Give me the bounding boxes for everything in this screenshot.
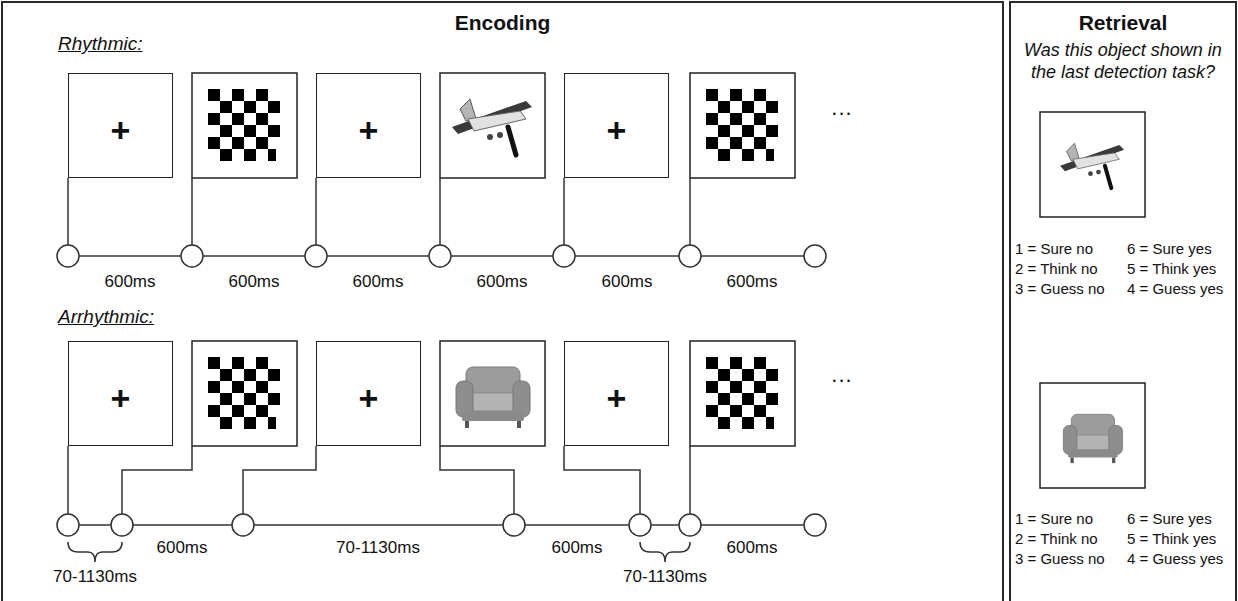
- fixation-box: +: [564, 341, 669, 446]
- rating-option: 4 = Guess yes: [1127, 280, 1223, 298]
- onset-line: [191, 178, 193, 245]
- duration-label: 600ms: [726, 538, 777, 558]
- time-point: [679, 514, 701, 536]
- interval-brace: [640, 542, 690, 562]
- time-point: [111, 514, 133, 536]
- time-point: [232, 514, 254, 536]
- rating-option: 1 = Sure no: [1015, 240, 1093, 258]
- armchair-picture: [456, 367, 530, 428]
- question-text: Was this object shown in the last detect…: [1017, 39, 1229, 83]
- rating-option: 5 = Think yes: [1127, 260, 1216, 278]
- test-box: [1040, 383, 1145, 488]
- duration-label: 600ms: [156, 538, 207, 558]
- airplane-picture: [452, 99, 532, 155]
- time-point: [629, 514, 651, 536]
- onset-line: [67, 178, 69, 245]
- duration-label: 600ms: [601, 272, 652, 292]
- stimulus-box: [440, 73, 545, 178]
- onset-line: [243, 446, 316, 514]
- rating-option: 2 = Think no: [1015, 260, 1098, 278]
- duration-label: 600ms: [551, 538, 602, 558]
- time-point: [429, 245, 451, 267]
- stimulus-box: [440, 341, 545, 446]
- fixation-cross: +: [111, 381, 131, 415]
- test-box: [1040, 112, 1145, 217]
- checkerboard: [208, 89, 280, 161]
- encoding-panel: Encoding + + + + + +: [1, 1, 1004, 601]
- rating-option: 4 = Guess yes: [1127, 550, 1223, 568]
- panel-title: Encoding: [3, 11, 1002, 35]
- onset-line: [689, 178, 691, 245]
- condition-label: Rhythmic:: [58, 33, 142, 56]
- time-point: [804, 514, 826, 536]
- onset-line: [439, 178, 441, 245]
- ellipsis: ...: [831, 95, 852, 121]
- stimulus-box: [192, 73, 297, 178]
- time-point: [804, 245, 826, 267]
- fixation-box: +: [316, 73, 421, 178]
- duration-label: 600ms: [352, 272, 403, 292]
- rating-option: 5 = Think yes: [1127, 530, 1216, 548]
- condition-label: Arrhythmic:: [58, 306, 154, 329]
- duration-label: 600ms: [726, 272, 777, 292]
- panel-title: Retrieval: [1011, 11, 1235, 35]
- fixation-box: +: [564, 73, 669, 178]
- onset-line: [315, 178, 317, 245]
- onset-line: [563, 178, 565, 245]
- stimulus-box: [690, 341, 795, 446]
- time-point: [305, 245, 327, 267]
- airplane-picture: [1060, 143, 1124, 188]
- onset-line: [122, 446, 192, 514]
- onset-line: [564, 446, 640, 514]
- timeline: [68, 524, 815, 526]
- rating-option: 1 = Sure no: [1015, 510, 1093, 528]
- onset-line: [67, 446, 69, 514]
- duration-label: 600ms: [228, 272, 279, 292]
- rating-option: 6 = Sure yes: [1127, 240, 1212, 258]
- fixation-box: +: [68, 341, 173, 446]
- duration-label: 70-1130ms: [53, 567, 137, 587]
- rating-option: 2 = Think no: [1015, 530, 1098, 548]
- duration-label: 70-1130ms: [336, 538, 420, 558]
- fixation-cross: +: [111, 113, 131, 147]
- time-point: [679, 245, 701, 267]
- interval-brace: [68, 542, 122, 562]
- fixation-cross: +: [359, 381, 379, 415]
- checkerboard: [208, 357, 280, 429]
- rating-option: 6 = Sure yes: [1127, 510, 1212, 528]
- onset-line: [689, 446, 691, 514]
- fixation-cross: +: [359, 113, 379, 147]
- rating-option: 3 = Guess no: [1015, 280, 1105, 298]
- stimulus-box: [690, 73, 795, 178]
- time-point: [57, 245, 79, 267]
- stimulus-box: [192, 341, 297, 446]
- armchair-picture: [1063, 414, 1122, 463]
- fixation-cross: +: [607, 113, 627, 147]
- fixation-cross: +: [607, 381, 627, 415]
- fixation-box: +: [316, 341, 421, 446]
- checkerboard: [706, 89, 778, 161]
- duration-label: 600ms: [476, 272, 527, 292]
- time-point: [57, 514, 79, 536]
- ellipsis: ...: [831, 362, 852, 388]
- duration-label: 600ms: [104, 272, 155, 292]
- fixation-box: +: [68, 73, 173, 178]
- checkerboard: [706, 357, 778, 429]
- time-point: [181, 245, 203, 267]
- rating-option: 3 = Guess no: [1015, 550, 1105, 568]
- time-point: [503, 514, 525, 536]
- time-point: [553, 245, 575, 267]
- onset-line: [440, 446, 514, 514]
- duration-label: 70-1130ms: [623, 567, 707, 587]
